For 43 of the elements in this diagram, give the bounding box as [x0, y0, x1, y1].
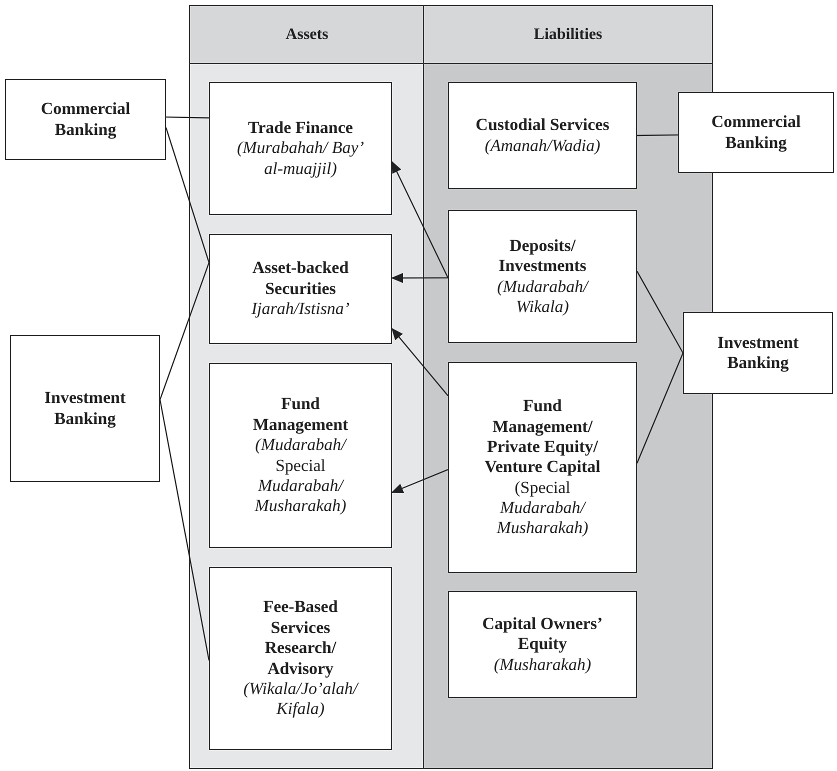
service-title: Fund Management/ Private Equity/ Venture Capital	[484, 396, 602, 478]
arrow	[391, 469, 448, 494]
connector-line	[637, 134, 678, 136]
liability-box	[448, 591, 637, 698]
arrow	[391, 160, 449, 278]
column-header: Liabilities	[424, 6, 712, 64]
box-label: Commercial Banking	[710, 112, 802, 153]
assets-column	[189, 5, 425, 769]
contract-types: (Mudarabah/ Wikala)	[496, 276, 590, 318]
column-header: Assets	[190, 6, 424, 64]
contract-types: (Wikala/Jo’alah/ Kifala)	[242, 678, 360, 720]
box-label: Investment Banking	[43, 388, 127, 429]
arrow	[391, 328, 448, 396]
connector-line	[636, 270, 684, 354]
service-title: Deposits/ Investments	[498, 236, 588, 276]
service-title: Fee-Based Services Research/ Advisory	[262, 597, 339, 679]
service-title: Capital Owners’ Equity	[481, 614, 604, 655]
contract-types: (Special Mudarabah/ Musharakah)	[496, 478, 590, 539]
service-title: Asset-backed Securities	[251, 258, 350, 300]
contract-types: (Murabahah/ Bay’ al-muajjil)	[236, 138, 365, 180]
connector-line	[636, 352, 684, 464]
liability-box	[448, 82, 637, 189]
asset-box	[209, 234, 392, 344]
asset-box	[209, 567, 392, 750]
box-label: Commercial Banking	[40, 99, 132, 140]
contract-types: Ijarah/Istisna’	[251, 299, 350, 320]
liabilities-column	[423, 5, 713, 769]
service-title: Custodial Services	[476, 115, 610, 136]
asset-box	[209, 82, 392, 215]
connector-line	[159, 262, 210, 400]
arrow	[391, 272, 448, 283]
box-label: Investment Banking	[716, 332, 800, 374]
service-title: Fund Management	[252, 394, 350, 436]
contract-types: (Amanah/Wadia)	[484, 136, 600, 156]
connector-line	[165, 127, 210, 263]
contract-types: (Musharakah)	[494, 654, 592, 676]
liability-box	[448, 210, 637, 343]
service-title: Trade Finance	[248, 118, 353, 138]
asset-box	[209, 363, 392, 548]
connector-line	[166, 116, 210, 118]
connector-line	[159, 400, 210, 660]
liability-box	[448, 362, 637, 573]
contract-types: (Mudarabah/ Special Mudarabah/ Musharakah)	[254, 435, 348, 517]
